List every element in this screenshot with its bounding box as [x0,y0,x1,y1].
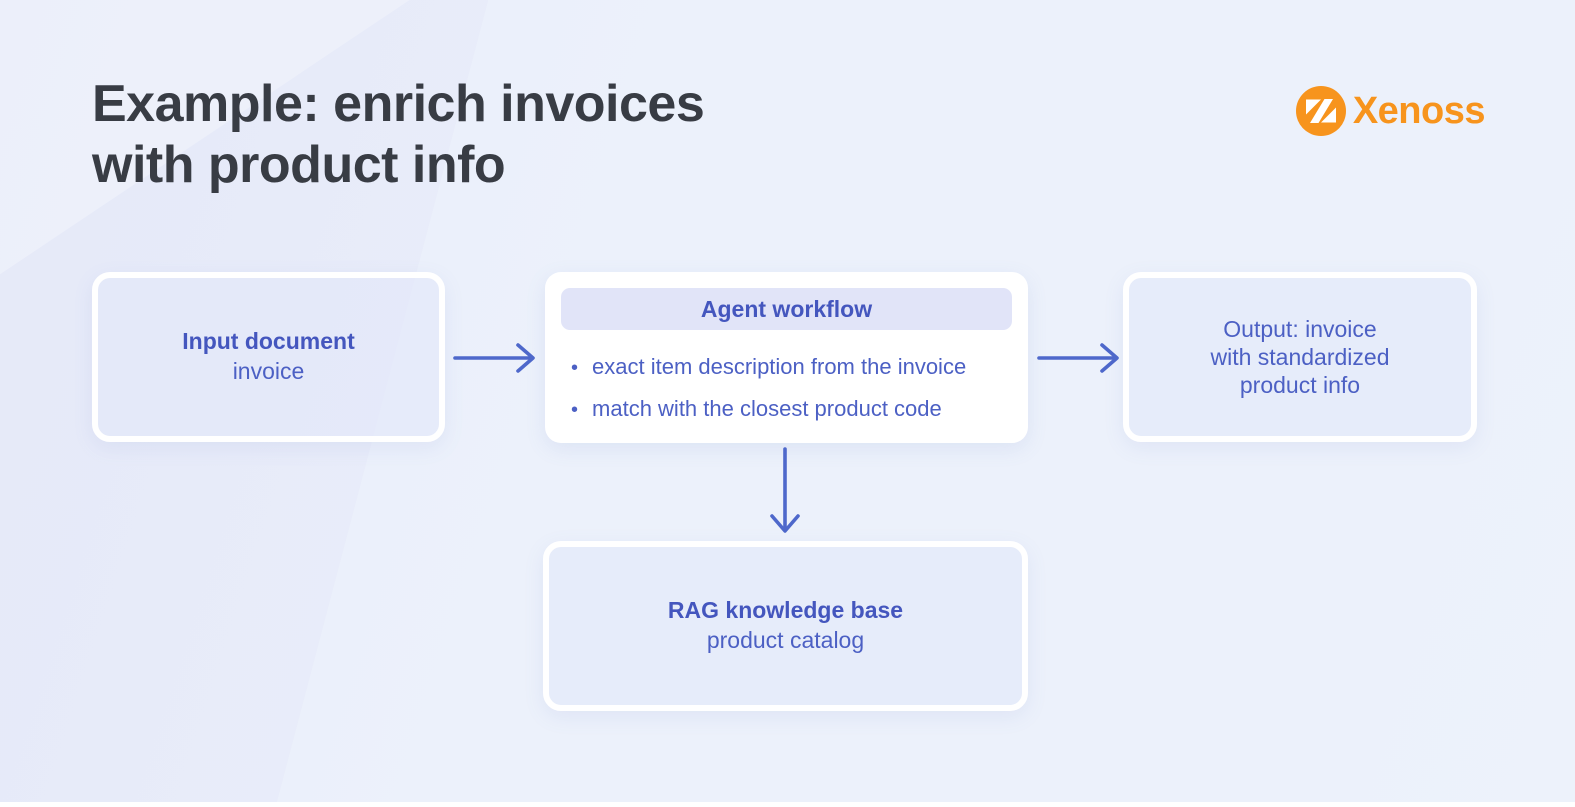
agent-workflow-node: Agent workflow • exact item description … [545,272,1028,443]
xenoss-logo-icon [1295,86,1346,136]
input-node-subtitle: invoice [232,358,305,384]
agent-workflow-bullet-list: • exact item description from the invoic… [561,346,1012,430]
agent-workflow-bullet-text: match with the closest product code [592,396,942,421]
rag-node-title: RAG knowledge base [667,597,904,624]
arrow-input-to-agent [453,343,535,373]
bullet-icon: • [571,357,579,379]
xenoss-logo-text: Xenoss [1352,89,1486,132]
agent-workflow-bullet-item: • exact item description from the invoic… [571,346,1012,388]
input-node-title: Input document [182,328,355,355]
agent-workflow-bullet-text: exact item description from the invoice [592,354,967,379]
bottom-white-strip [0,802,1575,807]
rag-node-subtitle: product catalog [706,627,865,653]
xenoss-logo: Xenoss [1295,86,1486,136]
arrow-agent-to-output [1037,343,1119,373]
rag-knowledge-base-node: RAG knowledge base product catalog [543,541,1028,711]
agent-workflow-header: Agent workflow [561,288,1012,330]
bullet-icon: • [571,399,579,421]
output-node: Output: invoice with standardized produc… [1123,272,1477,442]
output-node-text: Output: invoice with standardized produc… [1210,315,1390,399]
arrow-agent-to-rag [770,447,800,533]
agent-workflow-bullet-item: • match with the closest product code [571,388,1012,430]
page-title: Example: enrich invoices with product in… [92,75,705,195]
input-document-node: Input document invoice [92,272,445,442]
